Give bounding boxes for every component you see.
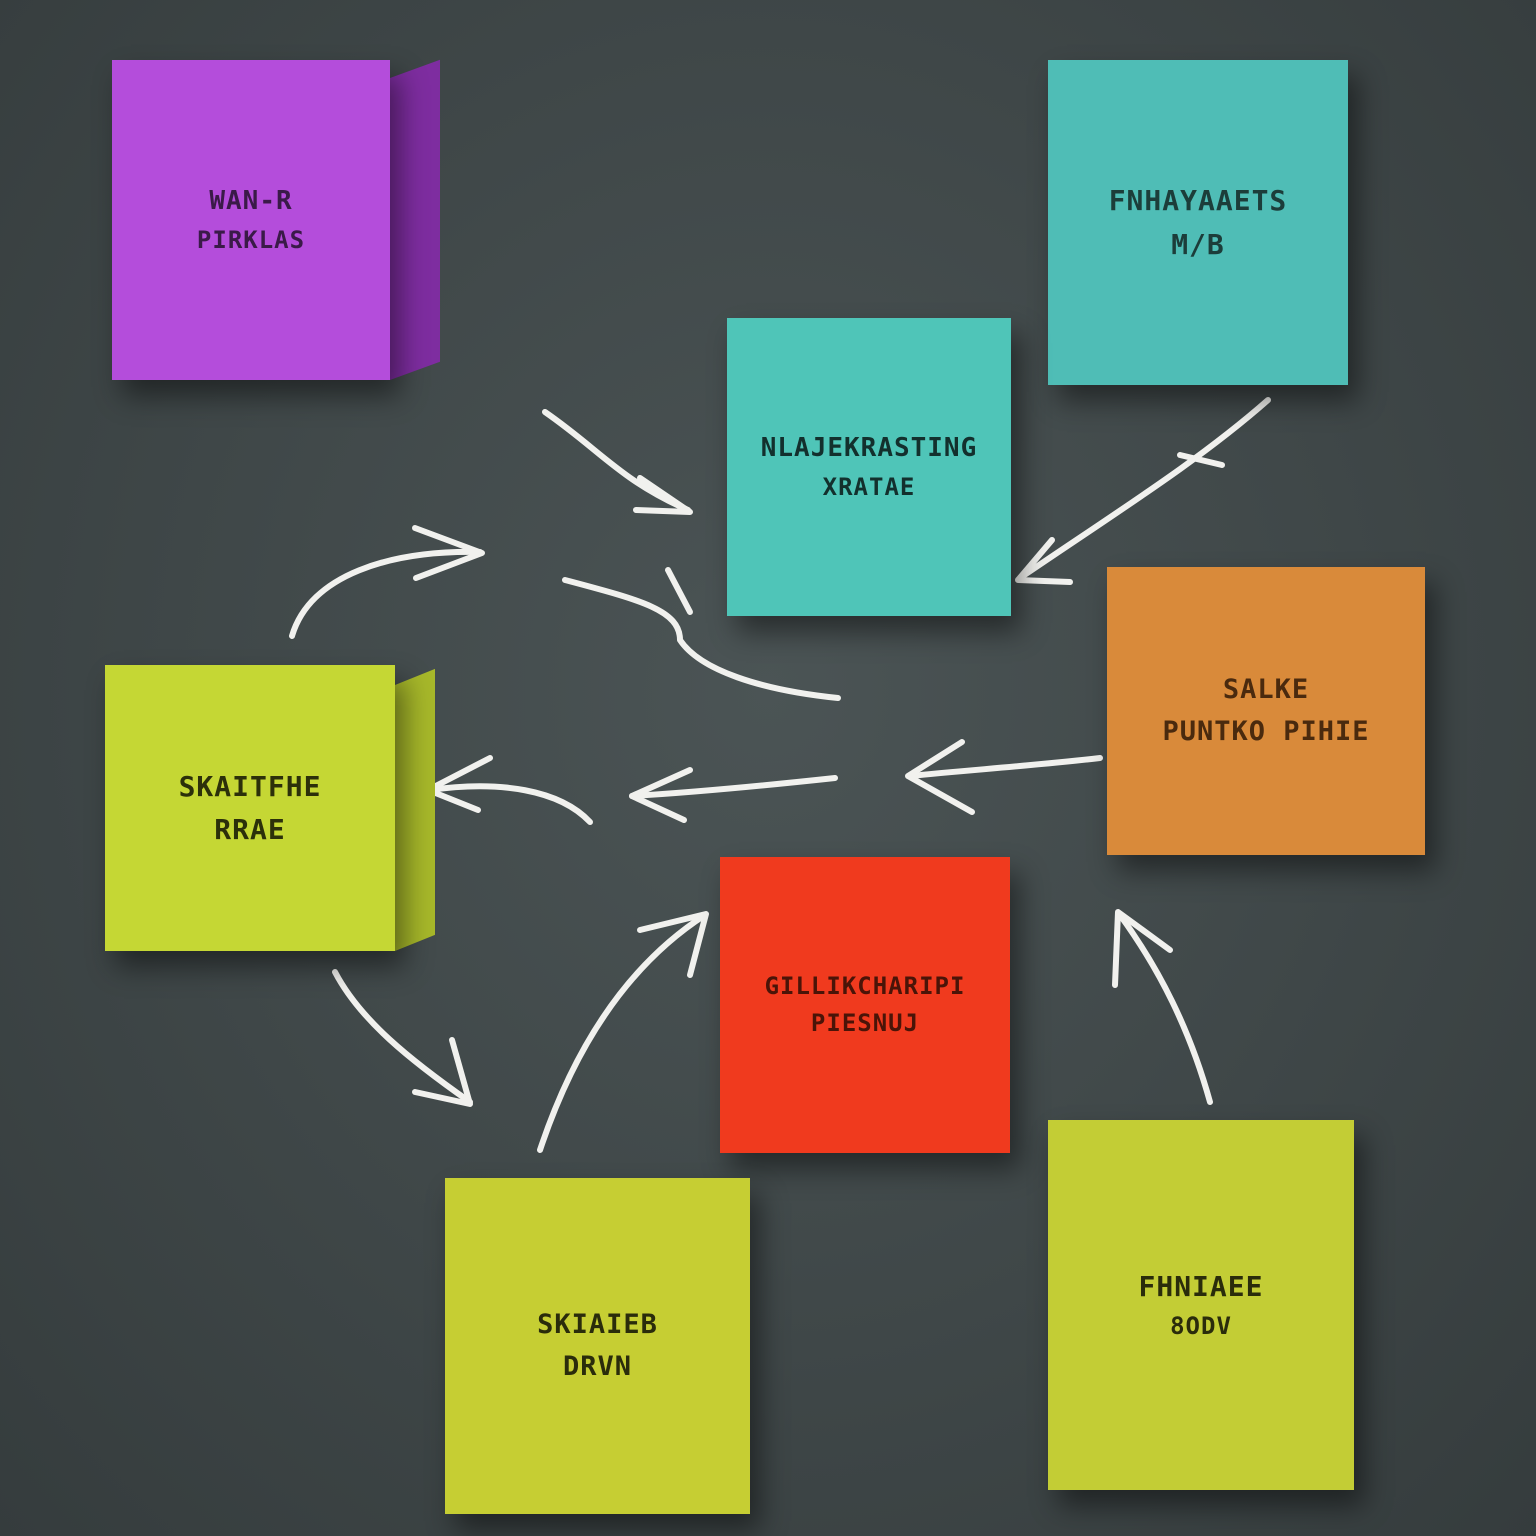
block-label-line1: SKAITFHE — [178, 769, 322, 803]
block-label-line1: NLAJEKRASTING — [760, 433, 978, 464]
block-label-line2: PIESNUJ — [810, 1009, 920, 1037]
block-label-line2: XRATAE — [822, 472, 916, 501]
block-label-line1: SKIAIEB — [537, 1309, 658, 1341]
block-label-line1: SALKE — [1222, 674, 1310, 706]
arrow-center-leftward — [629, 767, 838, 823]
arrow-lime-left-downward — [332, 969, 473, 1107]
block-face: FHNIAEE 8ODV — [1048, 1120, 1354, 1490]
block-label-line1: FNHAYAAETS — [1108, 184, 1288, 218]
block-side-shade — [390, 59, 440, 381]
arrow-to-strategy-block — [425, 755, 593, 825]
block-label-line2: DRVN — [562, 1351, 633, 1382]
block-face: FNHAYAAETS M/B — [1048, 60, 1348, 385]
block-red: GILLIKCHARIPI PIESNUJ — [720, 857, 1010, 1153]
block-teal-middle: NLAJEKRASTING XRATAE — [727, 318, 1011, 616]
block-label-line2: M/B — [1171, 227, 1225, 261]
block-label-line1: WAN-R — [209, 186, 293, 217]
block-yellow-bottom: SKIAIEB DRVN — [445, 1178, 750, 1514]
block-label-line2: 8ODV — [1170, 1312, 1232, 1341]
arrow-lime-left-upward — [289, 525, 485, 639]
block-side-shade — [395, 668, 435, 951]
arrow-center-curve — [562, 567, 841, 701]
block-face: SALKE PUNTKO PIHIE — [1107, 567, 1425, 855]
arrow-teal-top-to-marketing — [1015, 397, 1271, 585]
block-lime-left: SKAITFHE RRAE — [105, 665, 435, 951]
block-face: SKIAIEB DRVN — [445, 1178, 750, 1514]
block-face: GILLIKCHARIPI PIESNUJ — [720, 857, 1010, 1153]
block-teal-top: FNHAYAAETS M/B — [1048, 60, 1348, 385]
block-label-line1: GILLIKCHARIPI — [764, 971, 966, 1000]
block-purple: WAN-R PIRKLAS — [112, 59, 440, 381]
block-orange: SALKE PUNTKO PIHIE — [1107, 567, 1425, 855]
block-yellow-right: FHNIAEE 8ODV — [1048, 1120, 1354, 1490]
block-face: NLAJEKRASTING XRATAE — [727, 318, 1011, 616]
block-label-line2: PUNTKO PIHIE — [1162, 716, 1370, 747]
arrow-bottom-to-red — [537, 911, 709, 1153]
block-label-line1: FHNIAEE — [1138, 1269, 1264, 1303]
arrow-to-marketing-block — [542, 409, 693, 515]
block-face: SKAITFHE RRAE — [105, 665, 395, 951]
block-face: WAN-R PIRKLAS — [112, 60, 390, 380]
arrow-finance-upward — [1112, 909, 1213, 1105]
block-label-line2: RRAE — [214, 813, 286, 846]
arrow-orange-to-center — [905, 739, 1103, 815]
block-label-line2: PIRKLAS — [196, 225, 306, 254]
